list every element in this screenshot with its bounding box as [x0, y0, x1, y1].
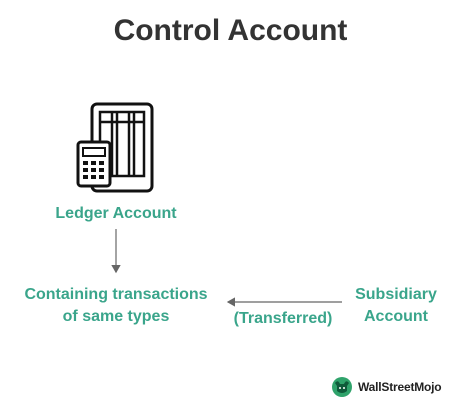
subsidiary-account-label: Subsidiary Account [336, 284, 456, 328]
diagram-title: Control Account [113, 14, 348, 47]
containing-line-1: Containing transactions [24, 286, 208, 303]
subsidiary-line-1: Subsidiary [355, 286, 437, 303]
containing-line-2: of same types [62, 308, 170, 325]
transferred-label: (Transferred) [233, 310, 333, 327]
bull-logo-icon [332, 377, 352, 397]
wallstreetmojo-logo: WallStreetMojo [330, 376, 442, 398]
subsidiary-line-2: Account [364, 308, 428, 325]
containing-transactions-label: Containing transactions of same types [10, 284, 222, 328]
logo-text: WallStreetMojo [358, 380, 442, 394]
ledger-calculator-icon [76, 102, 154, 193]
ledger-account-label: Ledger Account [55, 205, 177, 222]
